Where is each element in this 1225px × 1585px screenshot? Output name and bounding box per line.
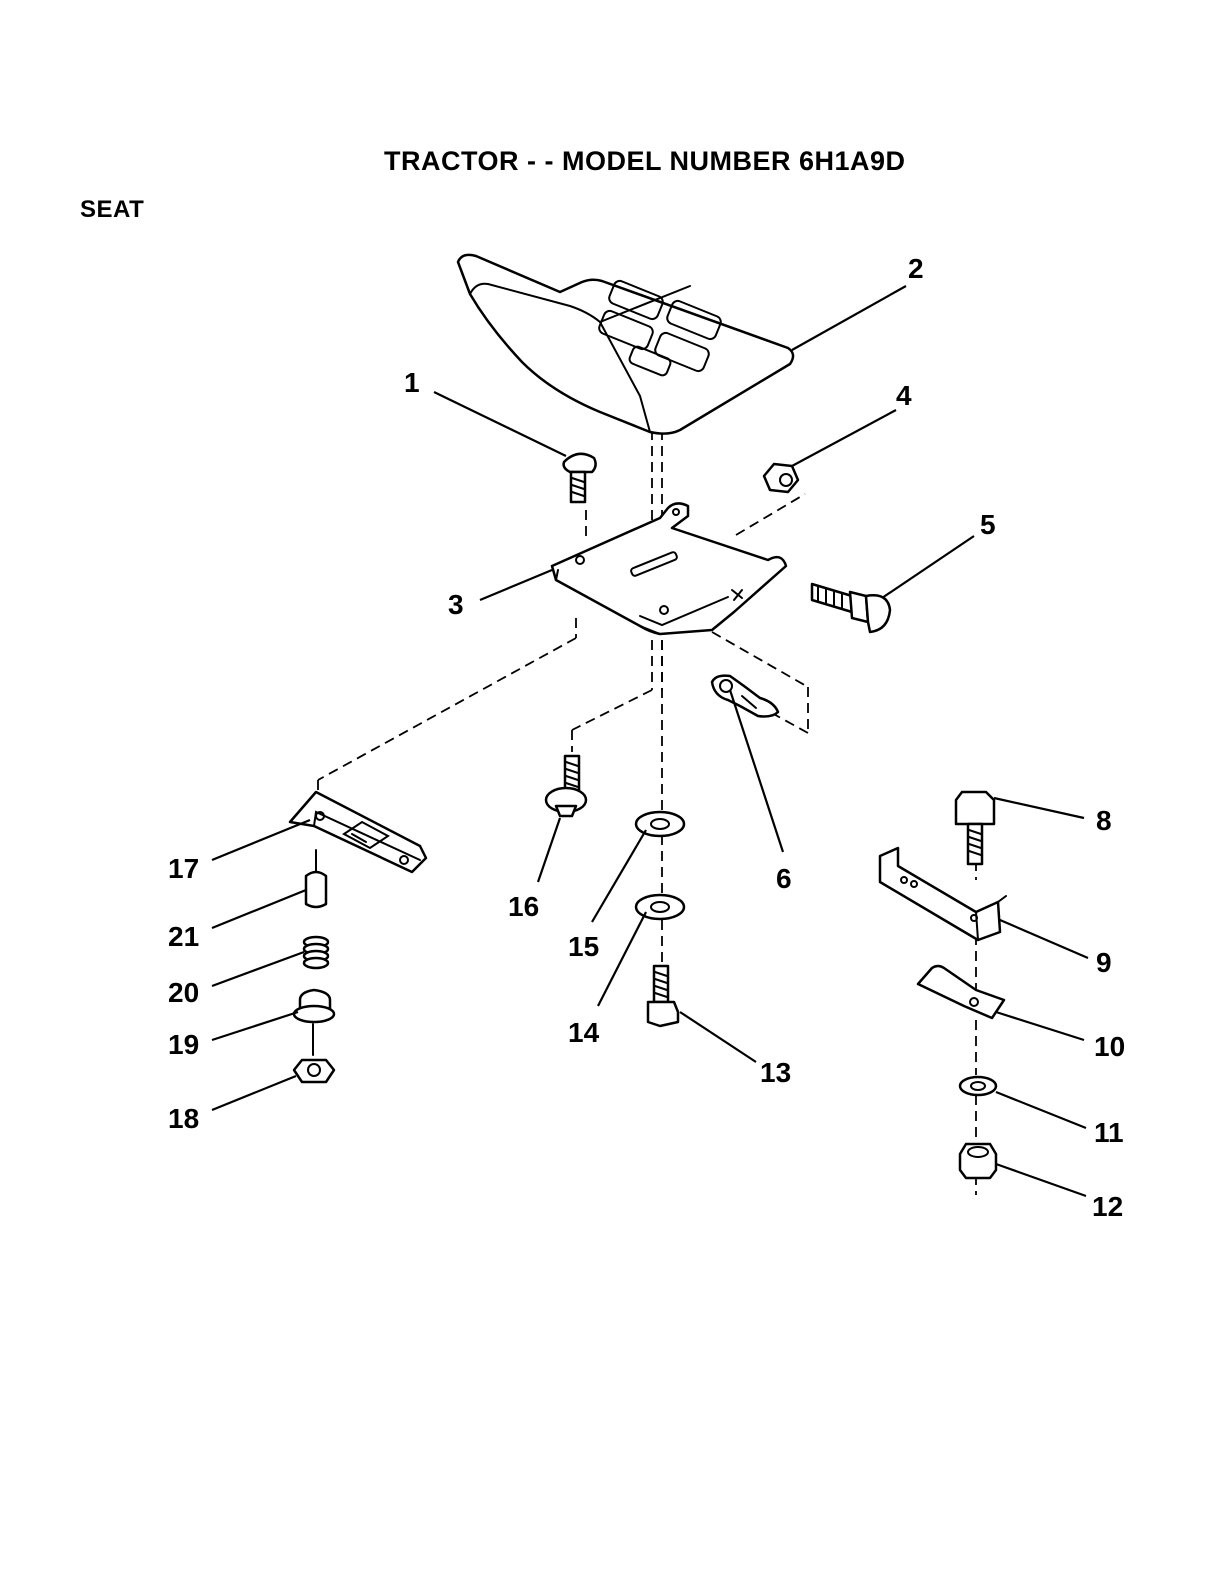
bracket-bolt-part bbox=[956, 792, 994, 864]
callout-9: 9 bbox=[1096, 947, 1112, 978]
callout-16: 16 bbox=[508, 891, 539, 922]
seat-pan-part bbox=[552, 503, 786, 634]
seat-part bbox=[458, 255, 793, 434]
callout-6: 6 bbox=[776, 863, 792, 894]
callout-19: 19 bbox=[168, 1029, 199, 1060]
callout-2: 2 bbox=[908, 253, 924, 284]
callout-21: 21 bbox=[168, 921, 199, 952]
shoulder-bolt-part bbox=[812, 584, 890, 632]
slide-plate-part bbox=[290, 792, 426, 872]
shoulder-screw-part bbox=[546, 756, 586, 816]
callout-18: 18 bbox=[168, 1103, 199, 1134]
hex-nut-part bbox=[764, 464, 798, 492]
callout-11: 11 bbox=[1094, 1117, 1124, 1148]
washer-locknut-part bbox=[960, 1077, 996, 1178]
washers-part bbox=[636, 812, 684, 919]
seat-bracket-part bbox=[880, 848, 1006, 940]
callout-20: 20 bbox=[168, 977, 199, 1008]
callout-5: 5 bbox=[980, 509, 996, 540]
callout-17: 17 bbox=[168, 853, 199, 884]
callout-12: 12 bbox=[1092, 1191, 1123, 1222]
callout-13: 13 bbox=[760, 1057, 791, 1088]
callout-8: 8 bbox=[1096, 805, 1112, 836]
hex-bolt-part bbox=[648, 966, 678, 1026]
carriage-bolt-part bbox=[564, 454, 596, 502]
callout-15: 15 bbox=[568, 931, 599, 962]
callout-1: 1 bbox=[404, 367, 420, 398]
spring-plate-part bbox=[918, 966, 1004, 1018]
callout-10: 10 bbox=[1094, 1031, 1125, 1062]
callout-14: 14 bbox=[568, 1017, 600, 1048]
callout-3: 3 bbox=[448, 589, 464, 620]
adjustment-clip-part bbox=[712, 676, 778, 717]
callout-4: 4 bbox=[896, 380, 912, 411]
